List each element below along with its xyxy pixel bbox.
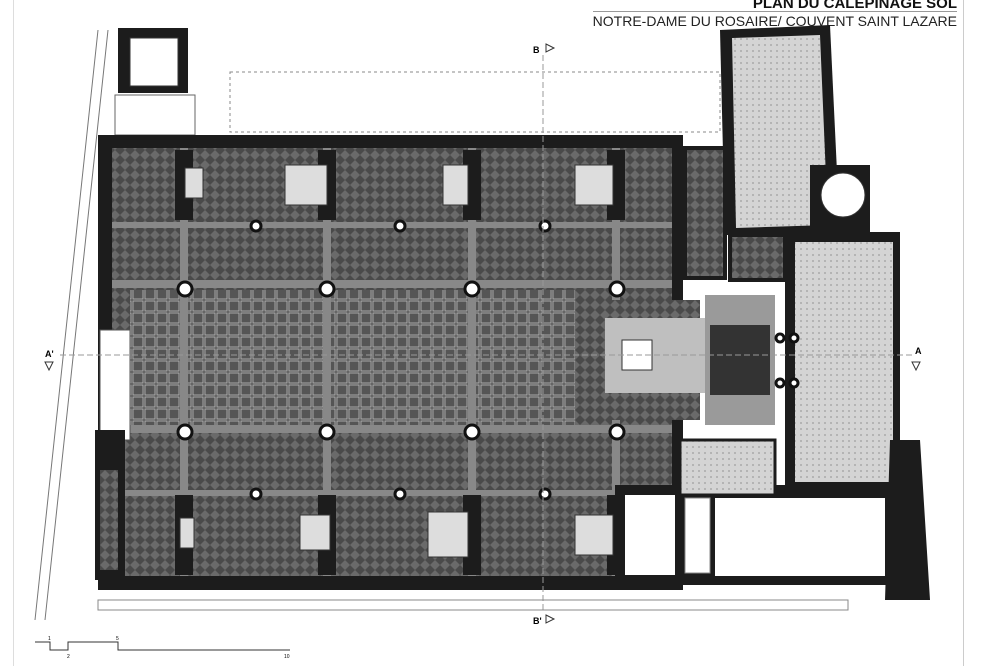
svg-text:B': B' <box>533 616 542 626</box>
altar-mosaic <box>710 325 770 395</box>
entrance-stair <box>114 28 196 136</box>
svg-text:B: B <box>533 45 540 55</box>
svg-text:5: 5 <box>116 636 119 642</box>
section-marker-top: B <box>533 43 556 55</box>
svg-text:A: A <box>915 346 922 356</box>
drawing-title: PLAN DU CALEPINAGE SOL <box>752 0 957 12</box>
east-chapel <box>774 232 930 600</box>
svg-text:2: 2 <box>67 654 70 660</box>
street-edge <box>34 29 109 621</box>
south-rooms <box>615 438 895 585</box>
west-aisle <box>95 329 131 580</box>
section-marker-right: A <box>911 346 922 372</box>
forecourt <box>229 71 721 133</box>
section-marker-bottom: B' <box>533 614 556 626</box>
spiral-stair <box>820 172 866 218</box>
svg-text:A': A' <box>45 349 54 359</box>
scale-bar: 1 2 5 10 <box>35 636 290 660</box>
choir <box>580 146 787 425</box>
svg-text:10: 10 <box>284 654 290 660</box>
section-marker-left: A' <box>44 349 54 372</box>
sheet-border-left <box>13 0 14 666</box>
sheet-border-right <box>963 0 964 666</box>
site-baseline <box>97 599 849 611</box>
svg-text:1: 1 <box>48 636 51 642</box>
north-chapel <box>720 25 870 235</box>
drawing-subtitle: NOTRE-DAME DU ROSAIRE/ COUVENT SAINT LAZ… <box>592 11 957 29</box>
